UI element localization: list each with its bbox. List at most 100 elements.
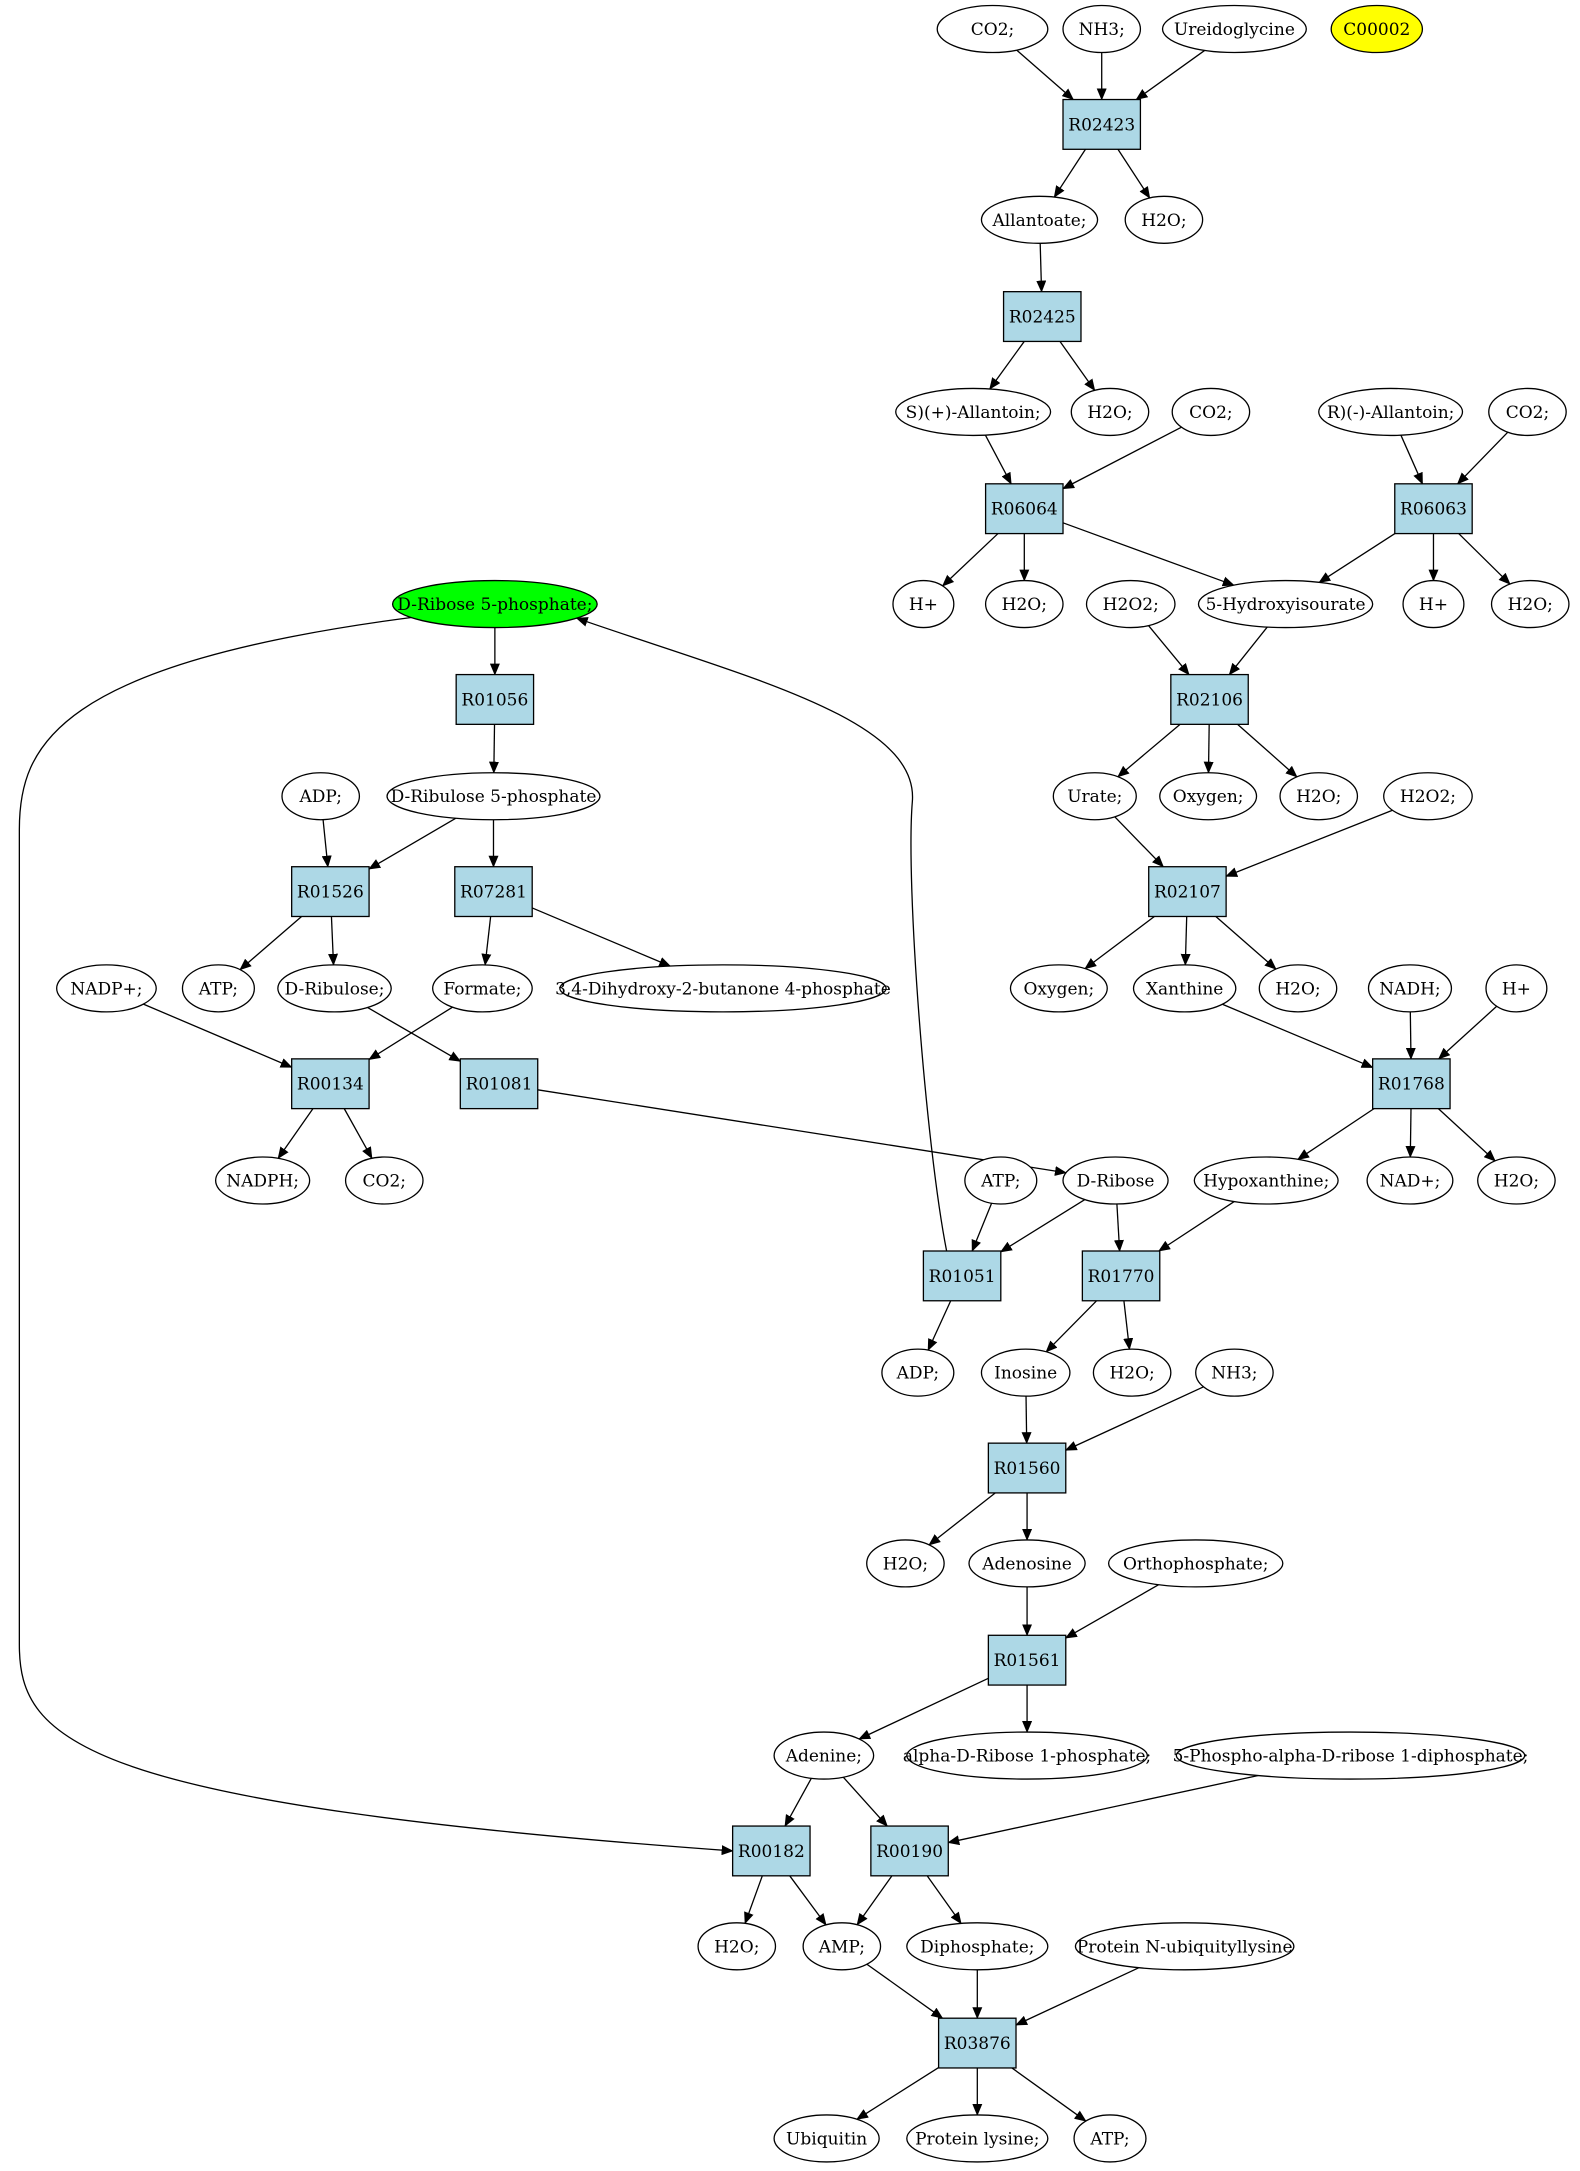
compound-node-oxygen-2: Oxygen; [1009,964,1108,1013]
edge-nadpplus-to-r00134 [143,1003,293,1068]
compound-node-co2-4: CO2; [344,1156,424,1205]
compound-ellipse [802,1922,882,1971]
edge-amp-to-r03876 [866,1963,944,2019]
edge-r01526-to-ribulose [328,916,339,966]
compound-node-nadplus: NAD+; [1366,1156,1454,1205]
compound-ellipse [1070,387,1150,437]
reaction-box [1002,291,1082,343]
compound-node-c00002: C00002 [1330,4,1424,54]
compound-node-orthophosphate: Orthophosphate; [1107,1539,1284,1588]
edge-r02106-to-h2o-5 [1237,723,1298,778]
node-label: D-Ribose [1077,1172,1155,1192]
compound-ellipse [344,1156,424,1205]
edge-r02425-to-s-allantoin [989,341,1025,390]
reaction-node-r00190: R00190 [870,1825,949,1877]
node-label: Oxygen; [1023,979,1094,999]
edge-r01768-to-nadplus [1405,1108,1416,1159]
node-label: R02425 [1009,308,1076,328]
reaction-box [1170,673,1249,725]
reaction-box [922,1250,1002,1302]
edge-prpp-to-r00190 [947,1774,1259,1846]
compound-node-h2o-1: H2O; [1124,195,1204,244]
compound-node-h2o2-2: H2O2; [1383,772,1473,821]
edge-r00182-to-amp [789,1875,827,1926]
node-label: ADP; [896,1364,939,1384]
edge-r00190-to-amp [856,1875,893,1926]
node-label: R01561 [994,1651,1061,1671]
compound-node-nh3-2: NH3; [1195,1348,1274,1397]
compound-ellipse [1074,1922,1295,1971]
compound-node-co2-3: CO2; [1488,387,1567,437]
reaction-node-r01051: R01051 [922,1250,1002,1302]
edge-r06064-to-hydroxyisourate [1062,522,1235,587]
reaction-node-r01770: R01770 [1081,1250,1161,1302]
compound-ellipse [1073,2114,1147,2163]
reaction-box [1394,483,1473,535]
compound-node-co2-1: CO2; [936,4,1049,54]
edge-hydroxyisourate-to-r02106 [1228,626,1268,676]
reaction-box [455,673,535,725]
edge-r01768-to-hypoxanthine [1297,1108,1375,1160]
compound-ellipse [1490,579,1570,629]
node-label: CO2; [363,1172,407,1192]
node-label: R02107 [1154,883,1221,903]
node-label: Orthophosphate; [1123,1554,1268,1574]
edge-r06063-to-hydroxyisourate [1318,533,1396,583]
node-label: R)(-)-Allantoin; [1327,403,1455,423]
compound-ellipse [1330,4,1424,54]
reaction-box [731,1825,811,1877]
node-label: AMP; [818,1937,865,1957]
compound-node-atp-1: ATP; [181,964,255,1013]
node-label: Inosine [994,1364,1057,1384]
node-label: 3,4-Dihydroxy-2-butanone 4-phosphate [555,979,891,999]
compound-ellipse [1052,772,1137,821]
node-label: R07281 [460,883,527,903]
node-label: H2O; [883,1554,928,1574]
node-label: H2O; [1508,595,1553,615]
edge-r01560-to-h2o-9 [928,1492,996,1546]
compound-node-dribose: D-Ribose [1062,1156,1169,1205]
compound-ellipse [432,964,533,1013]
compound-node-atp-3: ATP; [1073,2114,1147,2163]
reaction-node-r01056: R01056 [455,673,535,725]
reaction-box [1372,1058,1451,1110]
compound-node-hplus-2: H+ [1402,579,1465,629]
edge-dribose-to-r01051 [999,1199,1086,1253]
edge-r01770-to-inosine [1045,1300,1098,1353]
edge-r02423-to-allantoate [1053,148,1087,198]
node-label: D-Ribulose; [285,979,385,999]
edge-r03876-to-ubiquitin [856,2067,939,2120]
compound-ellipse [391,579,598,629]
edge-r01526-to-atp-1 [239,915,303,971]
compound-ellipse [1197,579,1374,629]
node-label: Diphosphate; [920,1937,1034,1957]
compound-ellipse [964,1156,1038,1205]
edge-r01051-to-ribose5p [575,617,948,1252]
node-label: 5-Phospho-alpha-D-ribose 1-diphosphate; [1173,1747,1529,1767]
edge-dribose-to-r01770 [1113,1203,1124,1253]
node-label: Allantoate; [991,211,1086,231]
node-label: D-Ribose 5-phosphate; [397,595,592,615]
compound-node-xanthine: Xanthine [1132,964,1237,1013]
edge-r07281-to-dhbp [531,907,672,967]
compound-node-adenosine: Adenosine [968,1539,1086,1588]
node-label: R01081 [466,1075,533,1095]
compound-ellipse [1318,387,1464,437]
edge-h2o2-1-to-r02106 [1148,625,1190,676]
node-label: Xanthine [1146,979,1223,999]
compound-node-oxygen-1: Oxygen; [1159,772,1258,821]
node-label: ATP; [1089,2129,1129,2149]
reaction-node-r00182: R00182 [731,1825,811,1877]
edge-inosine-to-r01560 [1021,1396,1032,1445]
node-label: Oxygen; [1173,787,1244,807]
node-label: alpha-D-Ribose 1-phosphate; [903,1747,1151,1767]
node-label: ATP; [980,1172,1020,1192]
edge-ribulose-to-r01081 [367,1006,462,1062]
node-label: H2O; [1141,211,1186,231]
edge-atp-2-to-r01051 [971,1202,993,1252]
compound-ellipse [1062,1156,1169,1205]
node-label: R01526 [297,883,364,903]
compound-node-h2o-6: H2O; [1258,964,1338,1013]
reaction-node-r06063: R06063 [1394,483,1473,535]
node-label: C00002 [1343,20,1410,40]
